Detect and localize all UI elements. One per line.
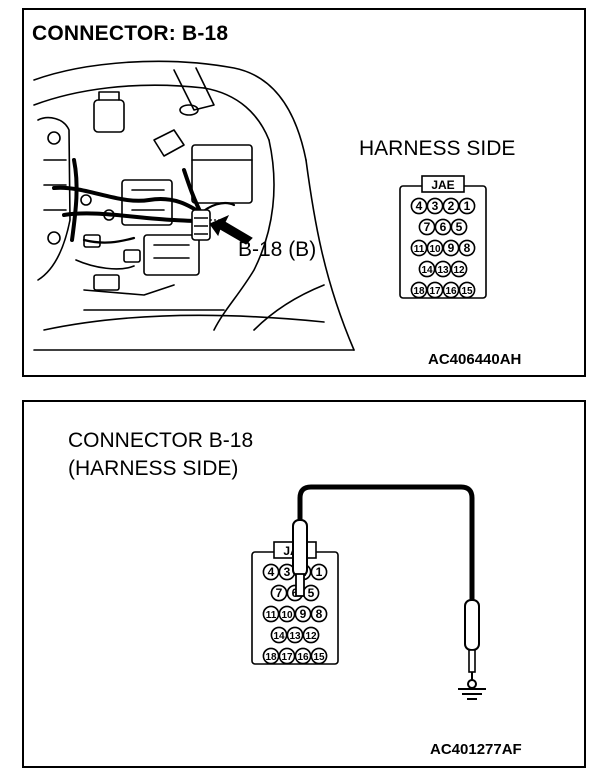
pin-1: 1 bbox=[458, 197, 476, 215]
svg-text:9: 9 bbox=[300, 607, 307, 621]
connector-key bbox=[421, 175, 465, 193]
pin-3: 3 bbox=[278, 563, 296, 581]
svg-text:10: 10 bbox=[429, 244, 441, 255]
svg-text:5: 5 bbox=[456, 220, 463, 234]
panel-title: CONNECTOR: B-18 bbox=[32, 22, 229, 45]
svg-text:11: 11 bbox=[266, 610, 277, 621]
svg-text:12: 12 bbox=[453, 265, 465, 276]
svg-text:3: 3 bbox=[432, 199, 439, 213]
svg-text:7: 7 bbox=[424, 220, 431, 234]
pin-7: 7 bbox=[418, 218, 436, 236]
ground-symbol bbox=[458, 679, 486, 700]
engine-bay-illustration bbox=[33, 60, 355, 351]
pin-2: 2 bbox=[442, 197, 460, 215]
svg-text:13: 13 bbox=[289, 631, 301, 642]
svg-text:6: 6 bbox=[440, 220, 447, 234]
pin-18: 18 bbox=[262, 647, 280, 665]
svg-text:5: 5 bbox=[308, 586, 315, 600]
svg-text:14: 14 bbox=[421, 265, 433, 276]
connector-brand-label: JAE bbox=[431, 178, 454, 192]
svg-text:15: 15 bbox=[313, 652, 325, 663]
svg-text:10: 10 bbox=[281, 610, 293, 621]
ground-probe bbox=[464, 599, 480, 680]
pin-12: 12 bbox=[302, 626, 320, 644]
svg-text:12: 12 bbox=[305, 631, 317, 642]
svg-text:16: 16 bbox=[297, 652, 309, 663]
svg-text:3: 3 bbox=[284, 565, 291, 579]
pin-16: 16 bbox=[442, 281, 460, 299]
pin-4: 4 bbox=[262, 563, 280, 581]
pin-17: 17 bbox=[426, 281, 444, 299]
svg-text:1: 1 bbox=[464, 199, 471, 213]
svg-text:4: 4 bbox=[416, 199, 423, 213]
pin-18: 18 bbox=[410, 281, 428, 299]
svg-text:2: 2 bbox=[448, 199, 455, 213]
pin-8: 8 bbox=[310, 605, 328, 623]
svg-text:9: 9 bbox=[448, 241, 455, 255]
pin-17: 17 bbox=[278, 647, 296, 665]
svg-text:4: 4 bbox=[268, 565, 275, 579]
pin-5: 5 bbox=[450, 218, 468, 236]
test-setup-panel: CONNECTOR B-18 (HARNESS SIDE) JAE4321765… bbox=[22, 400, 586, 768]
pin-13: 13 bbox=[286, 626, 304, 644]
callout-arrow bbox=[209, 214, 253, 245]
svg-text:7: 7 bbox=[276, 586, 283, 600]
pin-13: 13 bbox=[434, 260, 452, 278]
svg-text:18: 18 bbox=[265, 652, 277, 663]
svg-text:11: 11 bbox=[414, 244, 425, 255]
pin-15: 15 bbox=[310, 647, 328, 665]
figure-id: AC401277AF bbox=[430, 741, 522, 758]
pin-11: 11 bbox=[410, 239, 428, 257]
pin-5: 5 bbox=[302, 584, 320, 602]
svg-text:17: 17 bbox=[281, 652, 293, 663]
engine-bay-panel: CONNECTOR: B-18 bbox=[22, 8, 586, 377]
figure-id: AC406440AH bbox=[428, 351, 522, 368]
svg-text:1: 1 bbox=[316, 565, 323, 579]
connector-title-line1: CONNECTOR B-18 bbox=[68, 429, 254, 452]
svg-text:8: 8 bbox=[316, 607, 323, 621]
connector-title-line2: (HARNESS SIDE) bbox=[68, 457, 239, 480]
svg-text:16: 16 bbox=[445, 286, 457, 297]
pin-4: 4 bbox=[410, 197, 428, 215]
harness-side-label: HARNESS SIDE bbox=[359, 137, 516, 160]
probe-tip-pin5 bbox=[292, 519, 308, 597]
pin-6: 6 bbox=[434, 218, 452, 236]
svg-text:14: 14 bbox=[273, 631, 285, 642]
pin-1: 1 bbox=[310, 563, 328, 581]
svg-text:13: 13 bbox=[437, 265, 449, 276]
pin-10: 10 bbox=[426, 239, 444, 257]
pin-3: 3 bbox=[426, 197, 444, 215]
pin-14: 14 bbox=[418, 260, 436, 278]
pin-8: 8 bbox=[458, 239, 476, 257]
pin-14: 14 bbox=[270, 626, 288, 644]
pin-11: 11 bbox=[262, 605, 280, 623]
svg-text:17: 17 bbox=[429, 286, 441, 297]
svg-text:8: 8 bbox=[464, 241, 471, 255]
test-probe-assembly bbox=[292, 484, 486, 700]
svg-text:15: 15 bbox=[461, 286, 473, 297]
pin-15: 15 bbox=[458, 281, 476, 299]
pin-9: 9 bbox=[442, 239, 460, 257]
pin-7: 7 bbox=[270, 584, 288, 602]
probe-lead-wire bbox=[297, 484, 475, 602]
pin-12: 12 bbox=[450, 260, 468, 278]
connector-callout-label: B-18 (B) bbox=[238, 238, 317, 261]
svg-text:18: 18 bbox=[413, 286, 425, 297]
